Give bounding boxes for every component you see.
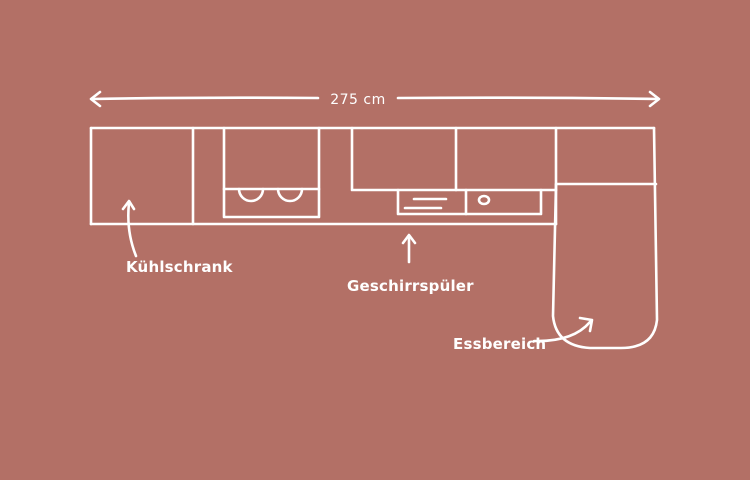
- sink-unit: [222, 126, 321, 219]
- fridge-arrowhead: [121, 199, 136, 211]
- dimension-arrow-right: [648, 90, 661, 108]
- dining-table-outline: [551, 126, 659, 350]
- dimension-line-left: [90, 96, 320, 101]
- fridge-label: Kühlschrank: [126, 258, 234, 276]
- fridge-arrow: [127, 201, 138, 258]
- dimension-arrow-left: [89, 90, 102, 108]
- sink-bowl-right: [276, 187, 304, 203]
- dining-arrow: [532, 320, 592, 343]
- sink-bowl-left: [237, 187, 265, 203]
- dishwasher-knob: [477, 194, 491, 206]
- width-dimension: 275 cm: [89, 90, 661, 108]
- upper-cabinets: [350, 126, 558, 226]
- counter-outline: [89, 126, 656, 226]
- dishwasher-label: Geschirrspüler: [347, 277, 474, 295]
- dishwasher: [396, 188, 543, 216]
- sink-cabinet: [222, 126, 321, 219]
- dishwasher-front: [396, 188, 543, 216]
- dimension-label: 275 cm: [330, 92, 386, 108]
- dishwasher-arrowhead: [401, 233, 417, 245]
- dining-label: Essbereich: [453, 335, 546, 353]
- dining-area: [551, 126, 659, 350]
- dining-arrowhead: [578, 316, 594, 333]
- pointer-arrows: [121, 199, 594, 343]
- cabinet-block: [350, 126, 558, 192]
- dimension-line-right: [396, 96, 660, 101]
